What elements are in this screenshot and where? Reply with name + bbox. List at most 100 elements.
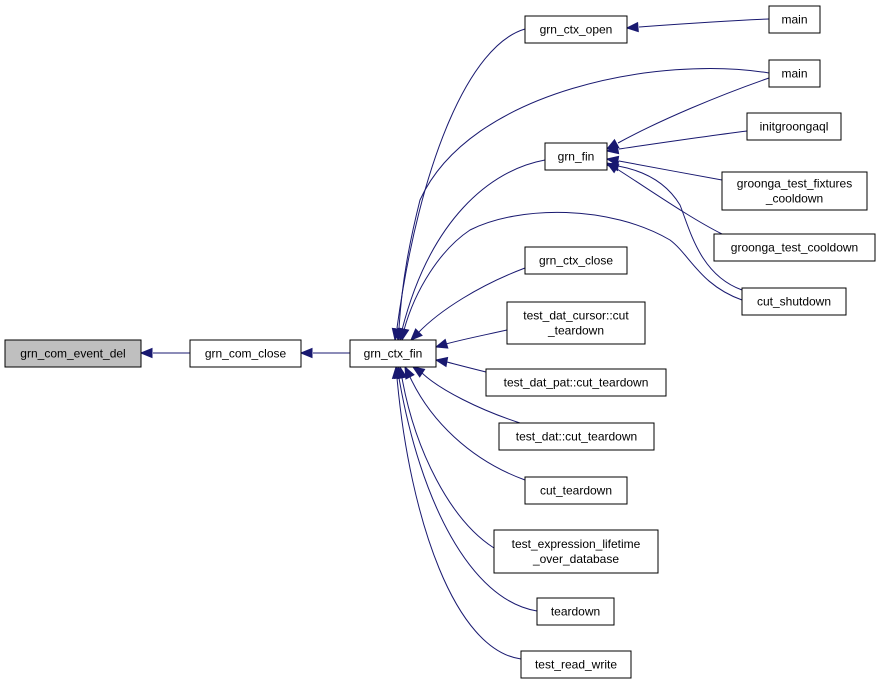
node-box[interactable] <box>768 59 821 88</box>
node-test-dat-cursor-cut-teardown[interactable]: test_dat_cursor::cut_teardown <box>506 301 646 345</box>
edge-test_dat_pat_cut_teardown-to-grn_ctx_fin <box>434 356 487 373</box>
node-box[interactable] <box>741 287 847 316</box>
edge-line <box>401 377 495 549</box>
node-groonga-test-fixtures-cooldown[interactable]: groonga_test_fixtures_cooldown <box>721 171 868 211</box>
node-label: _teardown <box>547 324 604 338</box>
node-box[interactable] <box>498 422 655 451</box>
node-label: _cooldown <box>765 192 823 206</box>
edge-grn_ctx_open-to-grn_ctx_fin <box>391 28 526 342</box>
edge-test_dat_cut_teardown-to-grn_ctx_fin <box>411 366 521 424</box>
node-box[interactable] <box>485 368 667 397</box>
node-teardown[interactable]: teardown <box>536 597 615 626</box>
edge-line <box>401 159 546 331</box>
node-cut-shutdown[interactable]: cut_shutdown <box>741 287 847 316</box>
node-box[interactable] <box>349 339 437 368</box>
node-box[interactable] <box>524 476 628 505</box>
edges-layer <box>139 18 770 660</box>
edge-line <box>618 160 723 181</box>
node-box[interactable] <box>524 246 628 275</box>
edge-line <box>396 377 522 660</box>
arrowhead-icon <box>139 347 153 359</box>
node-label: test_expression_lifetime <box>512 537 641 551</box>
edge-groonga_test_cooldown-to-grn_fin <box>605 162 723 235</box>
edge-line <box>398 68 770 329</box>
node-initgroongaql[interactable]: initgroongaql <box>746 112 842 141</box>
node-label: grn_ctx_open <box>540 23 613 37</box>
edge-line <box>403 211 743 331</box>
edge-line <box>617 165 743 291</box>
nodes-layer: grn_com_event_del grn_com_close grn_ctx_fi… <box>4 5 876 679</box>
node-grn-ctx-close[interactable]: grn_ctx_close <box>524 246 628 275</box>
edge-grn_ctx_fin-to-grn_com_close <box>299 347 350 359</box>
edge-groonga_test_fixtures_cooldown-to-grn_fin <box>605 155 723 181</box>
node-box[interactable] <box>536 597 615 626</box>
edge-line <box>445 329 508 345</box>
edge-line <box>616 168 723 235</box>
node-box[interactable] <box>721 171 868 211</box>
edge-line <box>398 377 538 612</box>
arrowhead-icon <box>434 338 449 349</box>
arrowhead-icon <box>410 328 423 341</box>
node-box[interactable] <box>506 301 646 345</box>
arrowhead-icon <box>625 21 639 33</box>
node-box[interactable] <box>544 142 608 171</box>
arrowhead-icon <box>605 160 619 172</box>
node-test-dat-pat-cut-teardown[interactable]: test_dat_pat::cut_teardown <box>485 368 667 397</box>
node-box[interactable] <box>189 339 302 368</box>
edge-test_read_write-to-grn_ctx_fin <box>391 365 522 660</box>
node-label: groonga_test_cooldown <box>731 241 858 255</box>
node-box[interactable] <box>493 529 659 574</box>
node-box[interactable] <box>520 650 632 679</box>
edge-line <box>618 130 748 150</box>
edge-line <box>617 77 770 144</box>
node-test-read-write[interactable]: test_read_write <box>520 650 632 679</box>
edge-main_mid-to-grn_ctx_fin <box>393 68 770 342</box>
node-label: grn_com_close <box>205 347 287 361</box>
node-box[interactable] <box>524 15 628 44</box>
node-grn-fin[interactable]: grn_fin <box>544 142 608 171</box>
arrowhead-icon <box>399 327 410 342</box>
arrowhead-icon <box>605 143 620 155</box>
edge-line <box>409 376 526 481</box>
edge-line <box>396 28 526 329</box>
node-label: main <box>781 67 807 81</box>
node-label: grn_ctx_close <box>539 254 613 268</box>
node-label: cut_shutdown <box>757 295 831 309</box>
node-grn-ctx-open[interactable]: grn_ctx_open <box>524 15 628 44</box>
node-label: test_read_write <box>535 658 617 672</box>
node-grn-com-event-del[interactable]: grn_com_event_del <box>4 339 142 368</box>
node-label: teardown <box>551 605 600 619</box>
node-grn-ctx-fin[interactable]: grn_ctx_fin <box>349 339 437 368</box>
arrowhead-icon <box>404 365 415 380</box>
arrowhead-icon <box>411 366 426 378</box>
arrowhead-icon <box>434 356 449 368</box>
node-label: test_dat_cursor::cut <box>523 309 629 323</box>
node-box[interactable] <box>768 5 821 34</box>
node-label: _over_database <box>532 552 619 566</box>
edge-line <box>638 18 770 28</box>
node-main-mid[interactable]: main <box>768 59 821 88</box>
edge-grn_ctx_close-to-grn_ctx_fin <box>410 267 526 341</box>
edge-cut_shutdown-to-grn_ctx_fin <box>399 211 743 342</box>
node-box[interactable] <box>713 233 876 262</box>
node-main-top[interactable]: main <box>768 5 821 34</box>
edge-line <box>446 361 487 373</box>
node-test-dat-cut-teardown[interactable]: test_dat::cut_teardown <box>498 422 655 451</box>
node-box[interactable] <box>4 339 142 368</box>
node-test-expression-lifetime-over-database[interactable]: test_expression_lifetime_over_database <box>493 529 659 574</box>
edge-test_dat_cursor_cut_teardown-to-grn_ctx_fin <box>434 329 508 349</box>
node-label: groonga_test_fixtures <box>737 177 852 191</box>
node-box[interactable] <box>746 112 842 141</box>
node-label: grn_ctx_fin <box>364 347 423 361</box>
edge-cut_teardown-to-grn_ctx_fin <box>404 365 526 481</box>
node-label: grn_com_event_del <box>20 347 125 361</box>
node-groonga-test-cooldown[interactable]: groonga_test_cooldown <box>713 233 876 262</box>
edge-line <box>417 267 526 334</box>
node-grn-com-close[interactable]: grn_com_close <box>189 339 302 368</box>
node-cut-teardown[interactable]: cut_teardown <box>524 476 628 505</box>
node-label: main <box>781 13 807 27</box>
edge-initgroongaql-to-grn_fin <box>605 130 748 155</box>
edge-main_mid-to-grn_fin <box>605 77 770 150</box>
arrowhead-icon <box>391 365 403 379</box>
